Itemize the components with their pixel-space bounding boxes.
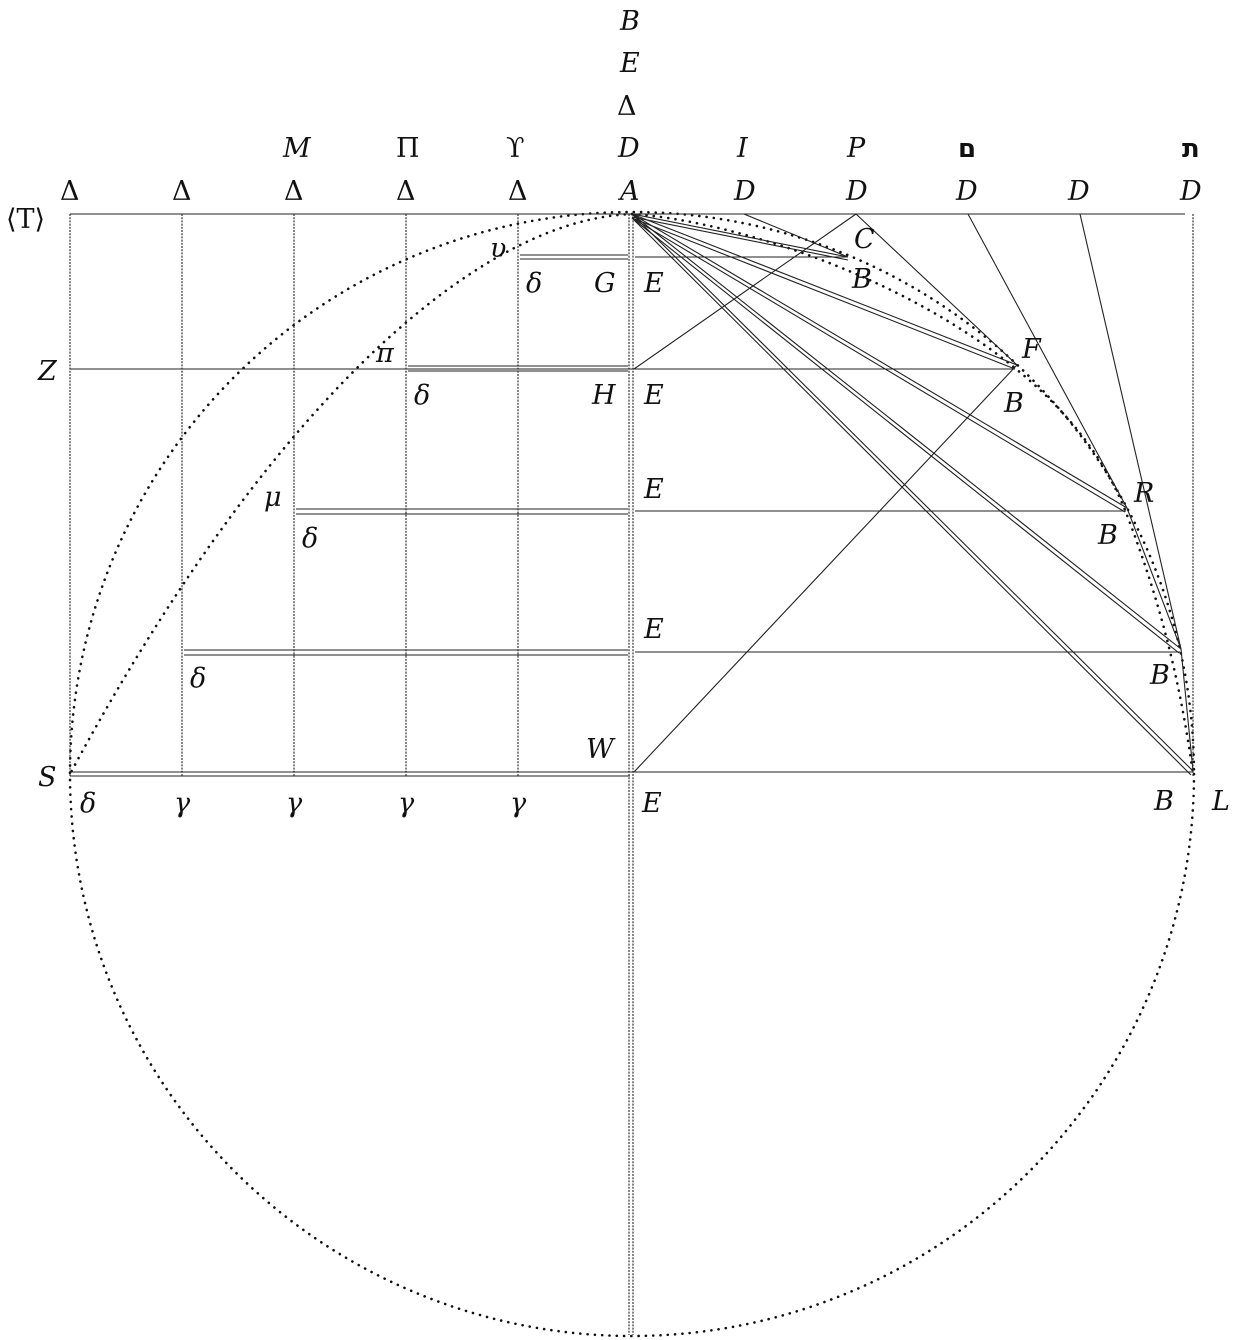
label-delta-small-5: δ: [80, 788, 96, 819]
label-delta-small-4: δ: [190, 663, 206, 694]
label-m: M: [282, 133, 312, 164]
rays-from-a: [631, 213, 1194, 776]
label-pi: π: [375, 338, 395, 369]
label-b-1: B: [851, 264, 872, 295]
vertical-columns: [69, 214, 1194, 1335]
label-upsilon: υ: [490, 233, 506, 264]
label-mu: μ: [264, 482, 282, 513]
label-d-1: D: [733, 176, 756, 207]
label-delta-4: Δ: [396, 176, 416, 207]
label-h: H: [591, 380, 616, 411]
label-t: ⟨T⟩: [6, 204, 45, 235]
label-g: G: [594, 268, 616, 299]
label-d-4: D: [1067, 176, 1090, 207]
label-z: Z: [37, 356, 58, 387]
label-mem: ם: [958, 134, 976, 164]
label-b-top: B: [619, 6, 640, 37]
label-d-5: D: [1179, 176, 1202, 207]
label-d-3: D: [955, 176, 978, 207]
label-delta-1: Δ: [60, 176, 80, 207]
dotted-curves: [68, 212, 1195, 776]
label-p: P: [846, 133, 866, 164]
label-d-2: D: [845, 176, 868, 207]
label-e-4: E: [643, 614, 664, 645]
label-e-1: E: [643, 268, 664, 299]
label-r: R: [1133, 478, 1154, 509]
label-i: I: [736, 133, 749, 164]
label-e-2: E: [643, 380, 664, 411]
frame-lines: [70, 213, 1193, 777]
label-upsilon-upper: ϒ: [506, 133, 525, 164]
dotted-circle: [68, 210, 1196, 1338]
label-f: F: [1021, 334, 1042, 365]
label-s: S: [38, 762, 57, 793]
label-delta-small-2: δ: [414, 380, 430, 411]
label-delta-5: Δ: [508, 176, 528, 207]
label-e-3: E: [643, 474, 664, 505]
label-w: W: [586, 734, 616, 765]
label-tav: ת: [1182, 134, 1200, 164]
tangent-lines: [633, 213, 1194, 773]
label-delta-small-1: δ: [526, 268, 542, 299]
label-gamma-4: γ: [510, 788, 527, 819]
horizontal-chords: [184, 254, 1180, 656]
label-gamma-2: γ: [286, 788, 303, 819]
label-e-5: E: [641, 788, 662, 819]
label-e-top: E: [619, 48, 640, 79]
label-gamma-3: γ: [398, 788, 415, 819]
label-d-top: D: [617, 133, 640, 164]
label-pi-upper: Π: [396, 133, 420, 164]
label-a: A: [617, 176, 640, 207]
label-b-3: B: [1097, 520, 1118, 551]
label-b-4: B: [1149, 660, 1170, 691]
label-gamma-1: γ: [174, 788, 191, 819]
label-delta-top: Δ: [617, 91, 637, 122]
label-b-2: B: [1003, 388, 1024, 419]
label-b-5: B: [1153, 786, 1174, 817]
label-delta-3: Δ: [284, 176, 304, 207]
label-delta-small-3: δ: [302, 523, 318, 554]
label-c: C: [854, 224, 875, 255]
label-delta-2: Δ: [172, 176, 192, 207]
label-l: L: [1211, 786, 1230, 817]
